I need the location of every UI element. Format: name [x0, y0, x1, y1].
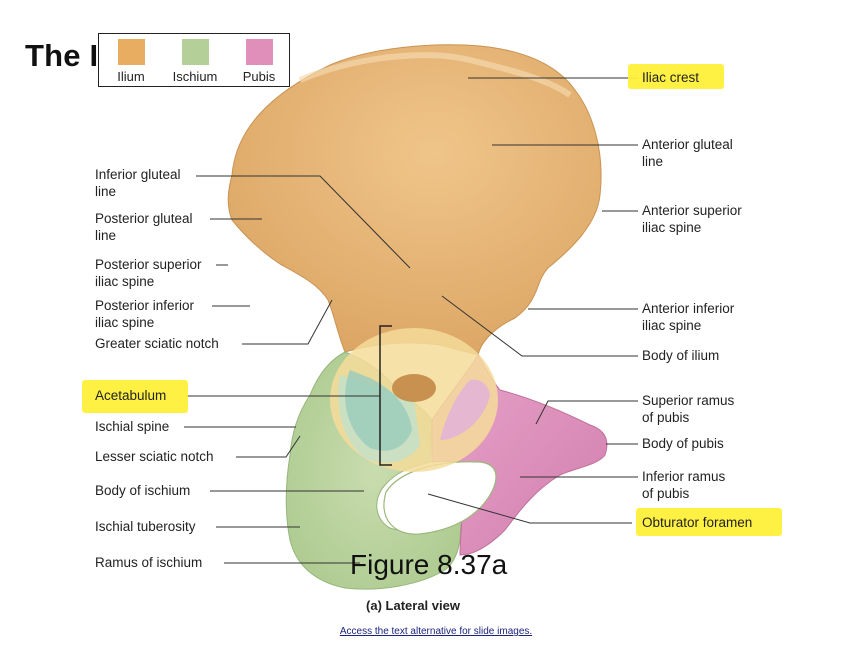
label-lesser-sciatic-notch: Lesser sciatic notch: [95, 449, 214, 464]
label-ramus-of-ischium: Ramus of ischium: [95, 555, 203, 570]
acetabulum-lunate-pubic: [440, 379, 490, 440]
figure-number: Figure 8.37a: [350, 549, 508, 580]
label-greater-sciatic-notch: Greater sciatic notch: [95, 336, 219, 351]
label-line-1: Posterior inferior: [95, 298, 195, 313]
label-line-2: iliac spine: [642, 219, 702, 235]
leader-inferior-gluteal-line: [196, 175, 411, 269]
label-ischial-spine: Ischial spine: [95, 419, 170, 434]
ilium-region: [227, 44, 602, 356]
label-line-2: line: [95, 227, 117, 243]
leader-superior-ramus-of-pubis: [535, 400, 638, 425]
label-posterior-inferior-iliac-spine: Posterior inferior iliac spine: [95, 298, 194, 331]
label-line-1: Posterior gluteal: [95, 211, 193, 226]
leader-body-of-ilium: [441, 295, 638, 357]
label-line-2: line: [642, 153, 664, 169]
leader-obturator-foramen: [427, 493, 632, 524]
leader-lines: [184, 77, 638, 564]
text-alternative-link[interactable]: Access the text alternative for slide im…: [339, 626, 533, 637]
label-ischial-tuberosity: Ischial tuberosity: [95, 519, 196, 534]
legend-swatch-ischium: [181, 39, 209, 65]
label-line-2: iliac spine: [95, 273, 155, 289]
label-line-1: Inferior ramus: [642, 469, 726, 484]
label-line-1: Inferior gluteal: [95, 167, 181, 182]
figure-caption: (a) Lateral view: [366, 598, 460, 613]
legend-item-ischium: Ischium: [165, 39, 225, 84]
label-line-2: of pubis: [642, 485, 690, 501]
label-superior-ramus-of-pubis: Superior ramus of pubis: [642, 393, 734, 426]
label-line-1: Anterior gluteal: [642, 137, 733, 152]
color-legend: Ilium Ischium Pubis: [98, 33, 290, 87]
label-inferior-gluteal-line: Inferior gluteal line: [95, 167, 181, 200]
acetabular-notch-dark: [392, 374, 436, 402]
legend-item-ilium: Ilium: [101, 39, 161, 84]
label-line-2: iliac spine: [95, 314, 155, 330]
label-line-1: Posterior superior: [95, 257, 202, 272]
legend-label-pubis: Pubis: [242, 69, 276, 84]
legend-item-pubis: Pubis: [229, 39, 289, 84]
label-posterior-superior-iliac-spine: Posterior superior iliac spine: [95, 257, 202, 290]
label-anterior-superior-iliac-spine: Anterior superior iliac spine: [642, 203, 742, 236]
label-anterior-gluteal-line: Anterior gluteal line: [642, 137, 733, 170]
label-line-1: Superior ramus: [642, 393, 735, 408]
iliac-crest-ridge: [298, 52, 572, 98]
highlight-obturator-foramen: [636, 508, 782, 536]
highlight-iliac-crest: [628, 64, 724, 89]
legend-label-ilium: Ilium: [117, 69, 145, 84]
highlight-acetabulum: [82, 380, 188, 413]
label-acetabulum: Acetabulum: [95, 388, 167, 403]
label-line-2: iliac spine: [642, 317, 702, 333]
label-line-1: Anterior inferior: [642, 301, 735, 316]
label-line-1: Anterior superior: [642, 203, 742, 218]
leader-greater-sciatic-notch: [242, 299, 333, 345]
label-obturator-foramen: Obturator foramen: [642, 515, 753, 530]
label-line-2: line: [95, 183, 117, 199]
legend-swatch-pubis: [245, 39, 273, 65]
label-inferior-ramus-of-pubis: Inferior ramus of pubis: [642, 469, 725, 502]
leader-lesser-sciatic-notch: [236, 435, 301, 458]
label-body-of-ilium: Body of ilium: [642, 348, 720, 363]
label-body-of-pubis: Body of pubis: [642, 436, 724, 451]
slide-title: The I: [25, 38, 99, 73]
label-line-2: of pubis: [642, 409, 690, 425]
label-posterior-gluteal-line: Posterior gluteal line: [95, 211, 193, 244]
label-iliac-crest: Iliac crest: [642, 70, 700, 85]
label-body-of-ischium: Body of ischium: [95, 483, 191, 498]
label-anterior-inferior-iliac-spine: Anterior inferior iliac spine: [642, 301, 734, 334]
legend-label-ischium: Ischium: [172, 69, 218, 84]
acetabular-fossa: [345, 370, 412, 451]
legend-swatch-ilium: [117, 39, 145, 65]
